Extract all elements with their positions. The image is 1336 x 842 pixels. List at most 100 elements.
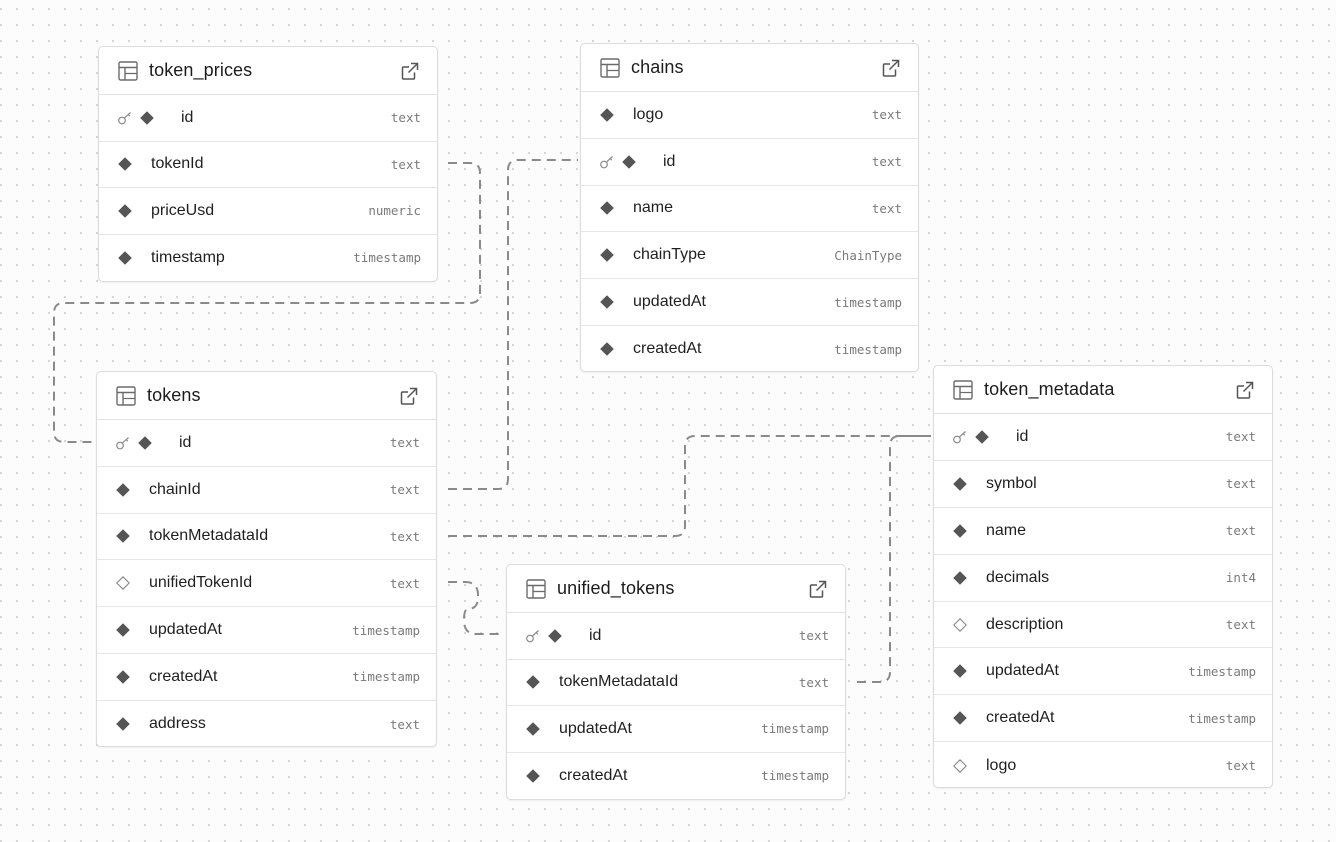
table-title: token_prices bbox=[149, 60, 253, 80]
column-name: symbol bbox=[986, 474, 1037, 492]
table-header: unified_tokens bbox=[507, 565, 845, 613]
filled-diamond-icon bbox=[137, 435, 153, 451]
column-type: timestamp bbox=[1188, 663, 1256, 679]
key-icon bbox=[952, 429, 968, 445]
column-name: logo bbox=[633, 105, 664, 123]
external-link-icon[interactable] bbox=[807, 578, 829, 600]
external-link-icon[interactable] bbox=[880, 57, 902, 79]
filled-diamond-icon bbox=[117, 250, 133, 266]
hollow-diamond-icon bbox=[115, 575, 131, 591]
column-type: text bbox=[389, 482, 420, 498]
filled-diamond-icon bbox=[621, 154, 637, 170]
table-title: unified_tokens bbox=[557, 578, 675, 598]
column-type: text bbox=[389, 435, 420, 451]
filled-diamond-icon bbox=[952, 523, 968, 539]
column-type: text bbox=[390, 156, 421, 172]
external-link-icon[interactable] bbox=[399, 60, 421, 82]
column-name: chainId bbox=[149, 480, 201, 498]
column-type: text bbox=[871, 154, 902, 170]
column-type: timestamp bbox=[834, 294, 902, 310]
filled-diamond-icon bbox=[117, 203, 133, 219]
column-name: updatedAt bbox=[633, 293, 706, 311]
column-type: text bbox=[389, 716, 420, 732]
column-row[interactable]: updatedAt timestamp bbox=[581, 279, 918, 326]
column-row[interactable]: updatedAt timestamp bbox=[934, 648, 1272, 696]
filled-diamond-icon bbox=[599, 294, 615, 310]
filled-diamond-icon bbox=[952, 663, 968, 679]
column-type: text bbox=[1225, 476, 1256, 492]
column-name: createdAt bbox=[559, 766, 628, 784]
filled-diamond-icon bbox=[952, 710, 968, 726]
column-name: priceUsd bbox=[151, 201, 215, 219]
external-link-icon[interactable] bbox=[1234, 379, 1256, 401]
key-icon bbox=[115, 435, 131, 451]
filled-diamond-icon bbox=[117, 156, 133, 172]
filled-diamond-icon bbox=[952, 476, 968, 492]
column-name: updatedAt bbox=[149, 621, 222, 639]
filled-diamond-icon bbox=[599, 341, 615, 357]
column-name: id bbox=[589, 626, 602, 644]
column-row[interactable]: chainId text bbox=[97, 467, 436, 514]
column-row[interactable]: tokenMetadataId text bbox=[507, 660, 845, 706]
table-header: tokens bbox=[97, 372, 436, 420]
column-type: int4 bbox=[1225, 570, 1256, 586]
column-row[interactable]: description text bbox=[934, 602, 1272, 649]
column-name: tokenMetadataId bbox=[559, 673, 679, 691]
column-type: text bbox=[871, 200, 902, 216]
column-name: timestamp bbox=[151, 248, 225, 266]
filled-diamond-icon bbox=[547, 628, 563, 644]
column-row[interactable]: logo text bbox=[581, 92, 918, 139]
table-icon bbox=[952, 379, 974, 401]
column-type: text bbox=[1225, 617, 1256, 632]
column-row[interactable]: symbol text bbox=[934, 461, 1272, 508]
filled-diamond-icon bbox=[599, 107, 615, 123]
column-type: text bbox=[871, 107, 902, 123]
column-name: name bbox=[986, 521, 1027, 539]
table-header: chains bbox=[581, 44, 918, 92]
edge-tokens-unifiedTokenId-to-unified_tokens bbox=[448, 581, 504, 635]
table-icon bbox=[115, 385, 137, 407]
column-type: text bbox=[389, 528, 420, 544]
filled-diamond-icon bbox=[599, 200, 615, 216]
table-title: token_metadata bbox=[984, 379, 1115, 399]
column-name: description bbox=[986, 615, 1064, 633]
edge-tokens-chainId-to-chains bbox=[448, 159, 578, 490]
external-link-icon[interactable] bbox=[398, 385, 420, 407]
filled-diamond-icon bbox=[599, 247, 615, 263]
column-type: text bbox=[798, 628, 829, 644]
filled-diamond-icon bbox=[525, 721, 541, 737]
column-name: updatedAt bbox=[559, 719, 632, 737]
column-type: text bbox=[798, 674, 829, 690]
column-type: text bbox=[390, 110, 421, 126]
filled-diamond-icon bbox=[139, 110, 155, 126]
filled-diamond-icon bbox=[525, 768, 541, 784]
column-row[interactable]: id text bbox=[507, 613, 845, 660]
column-name: updatedAt bbox=[986, 662, 1059, 680]
